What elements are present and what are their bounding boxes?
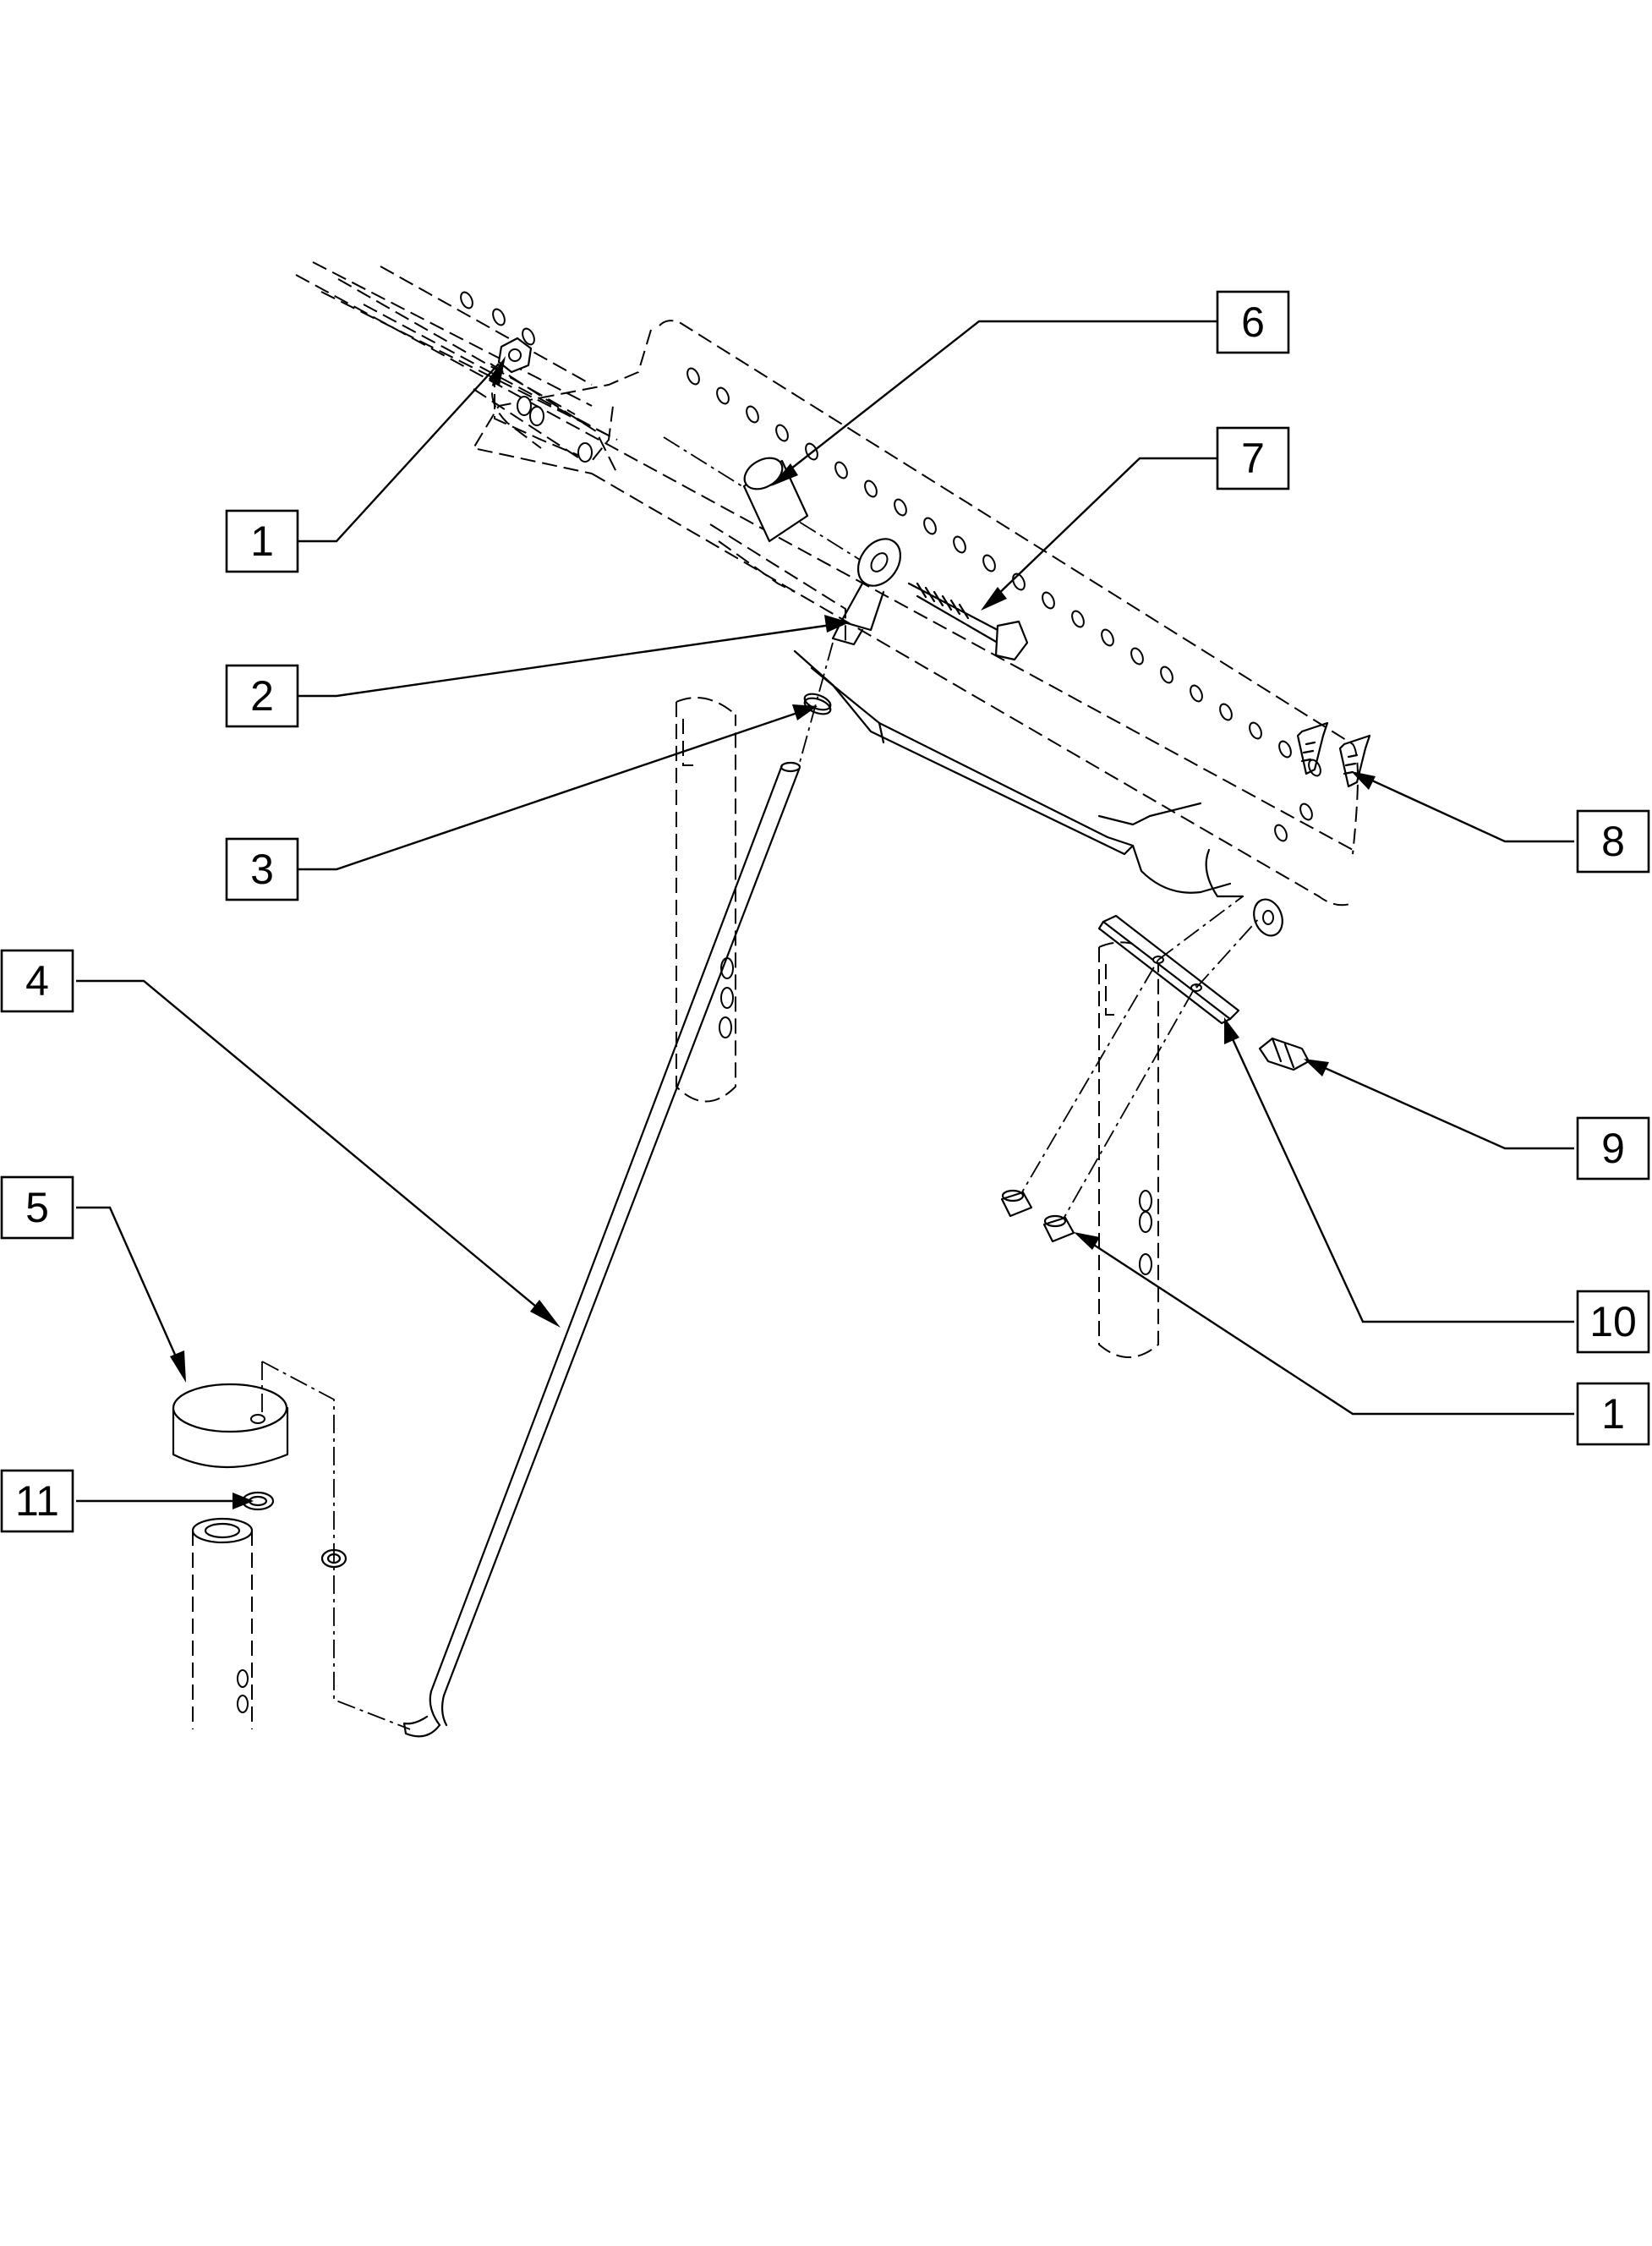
callout-label: 7 <box>1241 435 1265 482</box>
lower-nuts-part-1 <box>1000 896 1261 1243</box>
callout-label: 1 <box>1601 1390 1625 1438</box>
callout-1-bottom: 1 <box>1576 1382 1650 1446</box>
callout-label: 10 <box>1589 1298 1637 1345</box>
callout-label: 9 <box>1601 1125 1625 1172</box>
callout-8: 8 <box>1576 809 1650 874</box>
actuator-body <box>793 649 1283 937</box>
screws-part-8 <box>1296 721 1371 788</box>
washer-part-11 <box>241 1491 347 1569</box>
leader-lines <box>76 320 1574 1509</box>
upper-nut-part-1 <box>497 337 533 374</box>
callout-label: 1 <box>250 518 274 565</box>
bolt-part-7 <box>907 582 1029 661</box>
rail-holes <box>460 291 1321 842</box>
callout-9: 9 <box>1576 1116 1650 1181</box>
callout-label: 4 <box>25 957 49 1005</box>
callout-3: 3 <box>225 837 299 901</box>
seat-frame-rail <box>295 261 1359 907</box>
callout-label: 3 <box>250 846 274 893</box>
callout-2: 2 <box>225 664 299 728</box>
callout-11: 11 <box>0 1469 74 1533</box>
upper-left-bracket <box>494 372 614 463</box>
callout-7: 7 <box>1216 426 1290 490</box>
callout-10: 10 <box>1576 1290 1650 1354</box>
plate-part-10 <box>1097 914 1240 1025</box>
callout-1-top: 1 <box>225 509 299 573</box>
callout-4: 4 <box>0 949 74 1013</box>
callout-label: 2 <box>250 672 274 720</box>
callout-label: 8 <box>1601 818 1625 865</box>
callout-6: 6 <box>1216 290 1290 354</box>
callout-5: 5 <box>0 1175 74 1240</box>
right-support-tube <box>1098 941 1159 1358</box>
spacer-part-6 <box>663 436 872 567</box>
callout-label: 11 <box>15 1477 59 1525</box>
callout-label: 6 <box>1241 299 1265 346</box>
rod-end-part-2 <box>831 538 902 646</box>
actuator-rod-part-4 <box>402 642 834 1738</box>
left-support-tube <box>676 697 736 1103</box>
knob-part-5 <box>172 1361 411 1730</box>
clip-part-9 <box>1258 1037 1310 1071</box>
callout-label: 5 <box>25 1184 49 1231</box>
lower-left-tube <box>191 1517 254 1729</box>
